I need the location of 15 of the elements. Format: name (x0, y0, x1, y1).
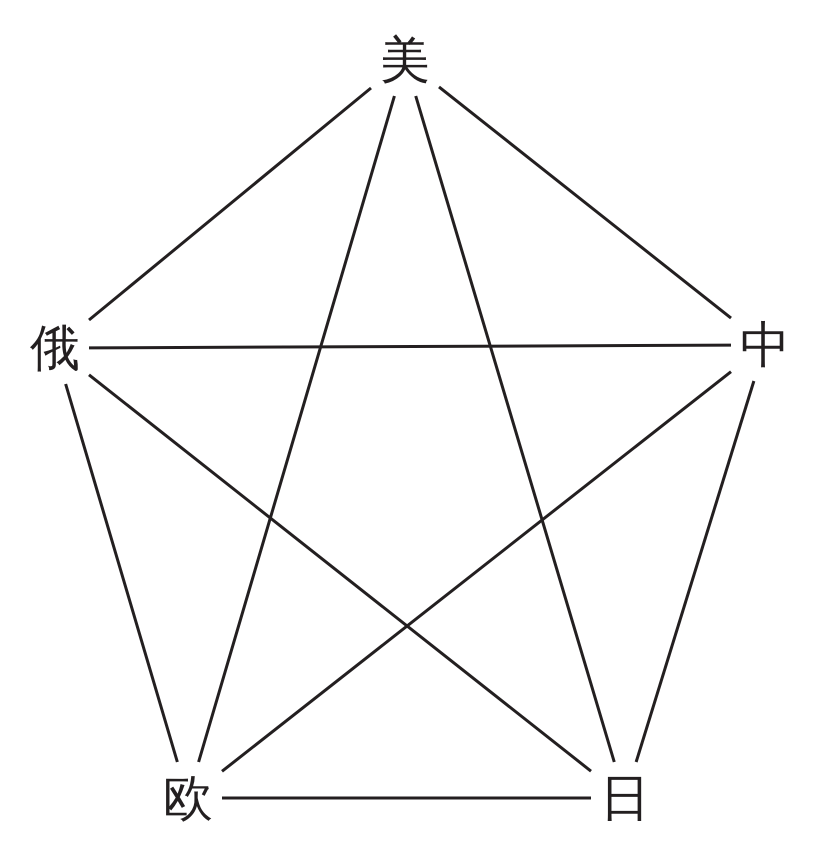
connector-line (88, 374, 592, 772)
node-label: 日 (595, 768, 655, 828)
connector-line (438, 86, 732, 320)
node-label: 俄 (25, 318, 85, 378)
connector-line (89, 344, 731, 350)
connector-line (197, 96, 396, 762)
connector-line (222, 796, 591, 800)
connector-line (64, 384, 179, 762)
connector-line (221, 370, 732, 772)
node-label: 美 (375, 30, 435, 90)
connector-line (88, 86, 372, 322)
node-label: 中 (735, 315, 795, 375)
node-label: 欧 (158, 768, 218, 828)
connector-line (634, 380, 756, 762)
connector-line (414, 96, 616, 762)
